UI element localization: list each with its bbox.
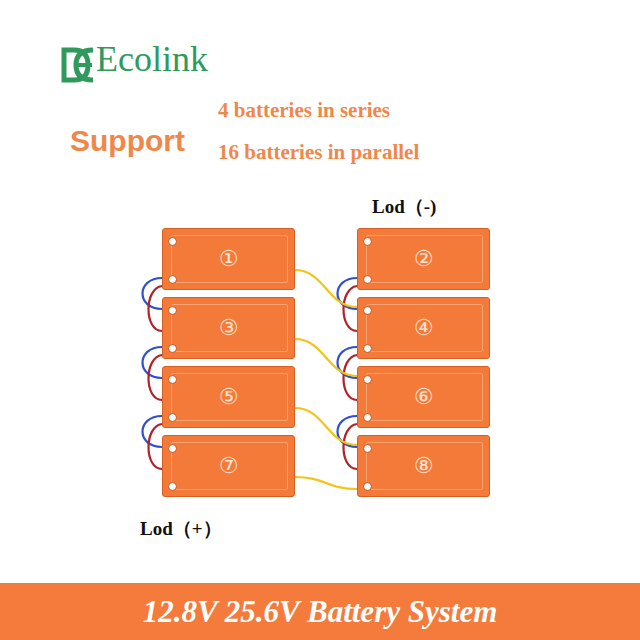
battery-terminal [363,344,372,353]
battery-number: ④ [414,317,434,339]
battery-wire [143,416,163,469]
battery-terminal [168,237,177,246]
wire-stroke [295,408,357,445]
battery-terminal [363,375,372,384]
battery-box: ④ [357,297,490,359]
battery-terminal [168,275,177,284]
battery-wire [295,477,357,489]
battery-number: ⑤ [219,386,239,408]
battery-number: ⑦ [219,455,239,477]
battery-box: ⑥ [357,366,490,428]
battery-terminal [168,482,177,491]
battery-terminal [168,344,177,353]
heading-text: Support [70,124,185,158]
battery-terminal [363,413,372,422]
wire-stroke [149,355,163,400]
battery-terminal [168,413,177,422]
logo-icon-c [76,50,93,80]
terminal-label: Lod（+） [140,516,222,542]
battery-box: ① [162,228,295,290]
battery-terminal [363,482,372,491]
caption-text: 12.8V 25.6V Battery System [0,583,640,640]
wire-stroke [149,424,163,469]
battery-number: ⑥ [414,386,434,408]
battery-wire [143,278,163,331]
battery-number: ① [219,248,239,270]
battery-box: ⑦ [162,435,295,497]
brand-name: Ecolink [96,38,208,80]
wire-stroke [295,339,357,376]
battery-number: ⑧ [414,455,434,477]
wire-stroke [344,286,358,331]
battery-number: ③ [219,317,239,339]
logo-icon-bar [78,63,92,67]
battery-box: ⑤ [162,366,295,428]
battery-wire [143,347,163,400]
heading-text: 16 batteries in parallel [218,140,419,165]
battery-box: ③ [162,297,295,359]
wire-stroke [295,477,357,489]
battery-wire [295,270,357,307]
battery-terminal [363,237,372,246]
battery-wire [295,339,357,376]
battery-box: ② [357,228,490,290]
wire-stroke [295,270,357,307]
battery-terminal [168,375,177,384]
battery-wire [295,408,357,445]
battery-box: ⑧ [357,435,490,497]
battery-terminal [363,306,372,315]
battery-terminal [363,275,372,284]
battery-terminal [168,444,177,453]
battery-terminal [363,444,372,453]
heading-text: 4 batteries in series [218,98,390,123]
wire-stroke [344,424,358,469]
terminal-label: Lod（-) [372,194,436,220]
wire-stroke [149,286,163,331]
battery-number: ② [414,248,434,270]
battery-terminal [168,306,177,315]
wire-stroke [344,355,358,400]
